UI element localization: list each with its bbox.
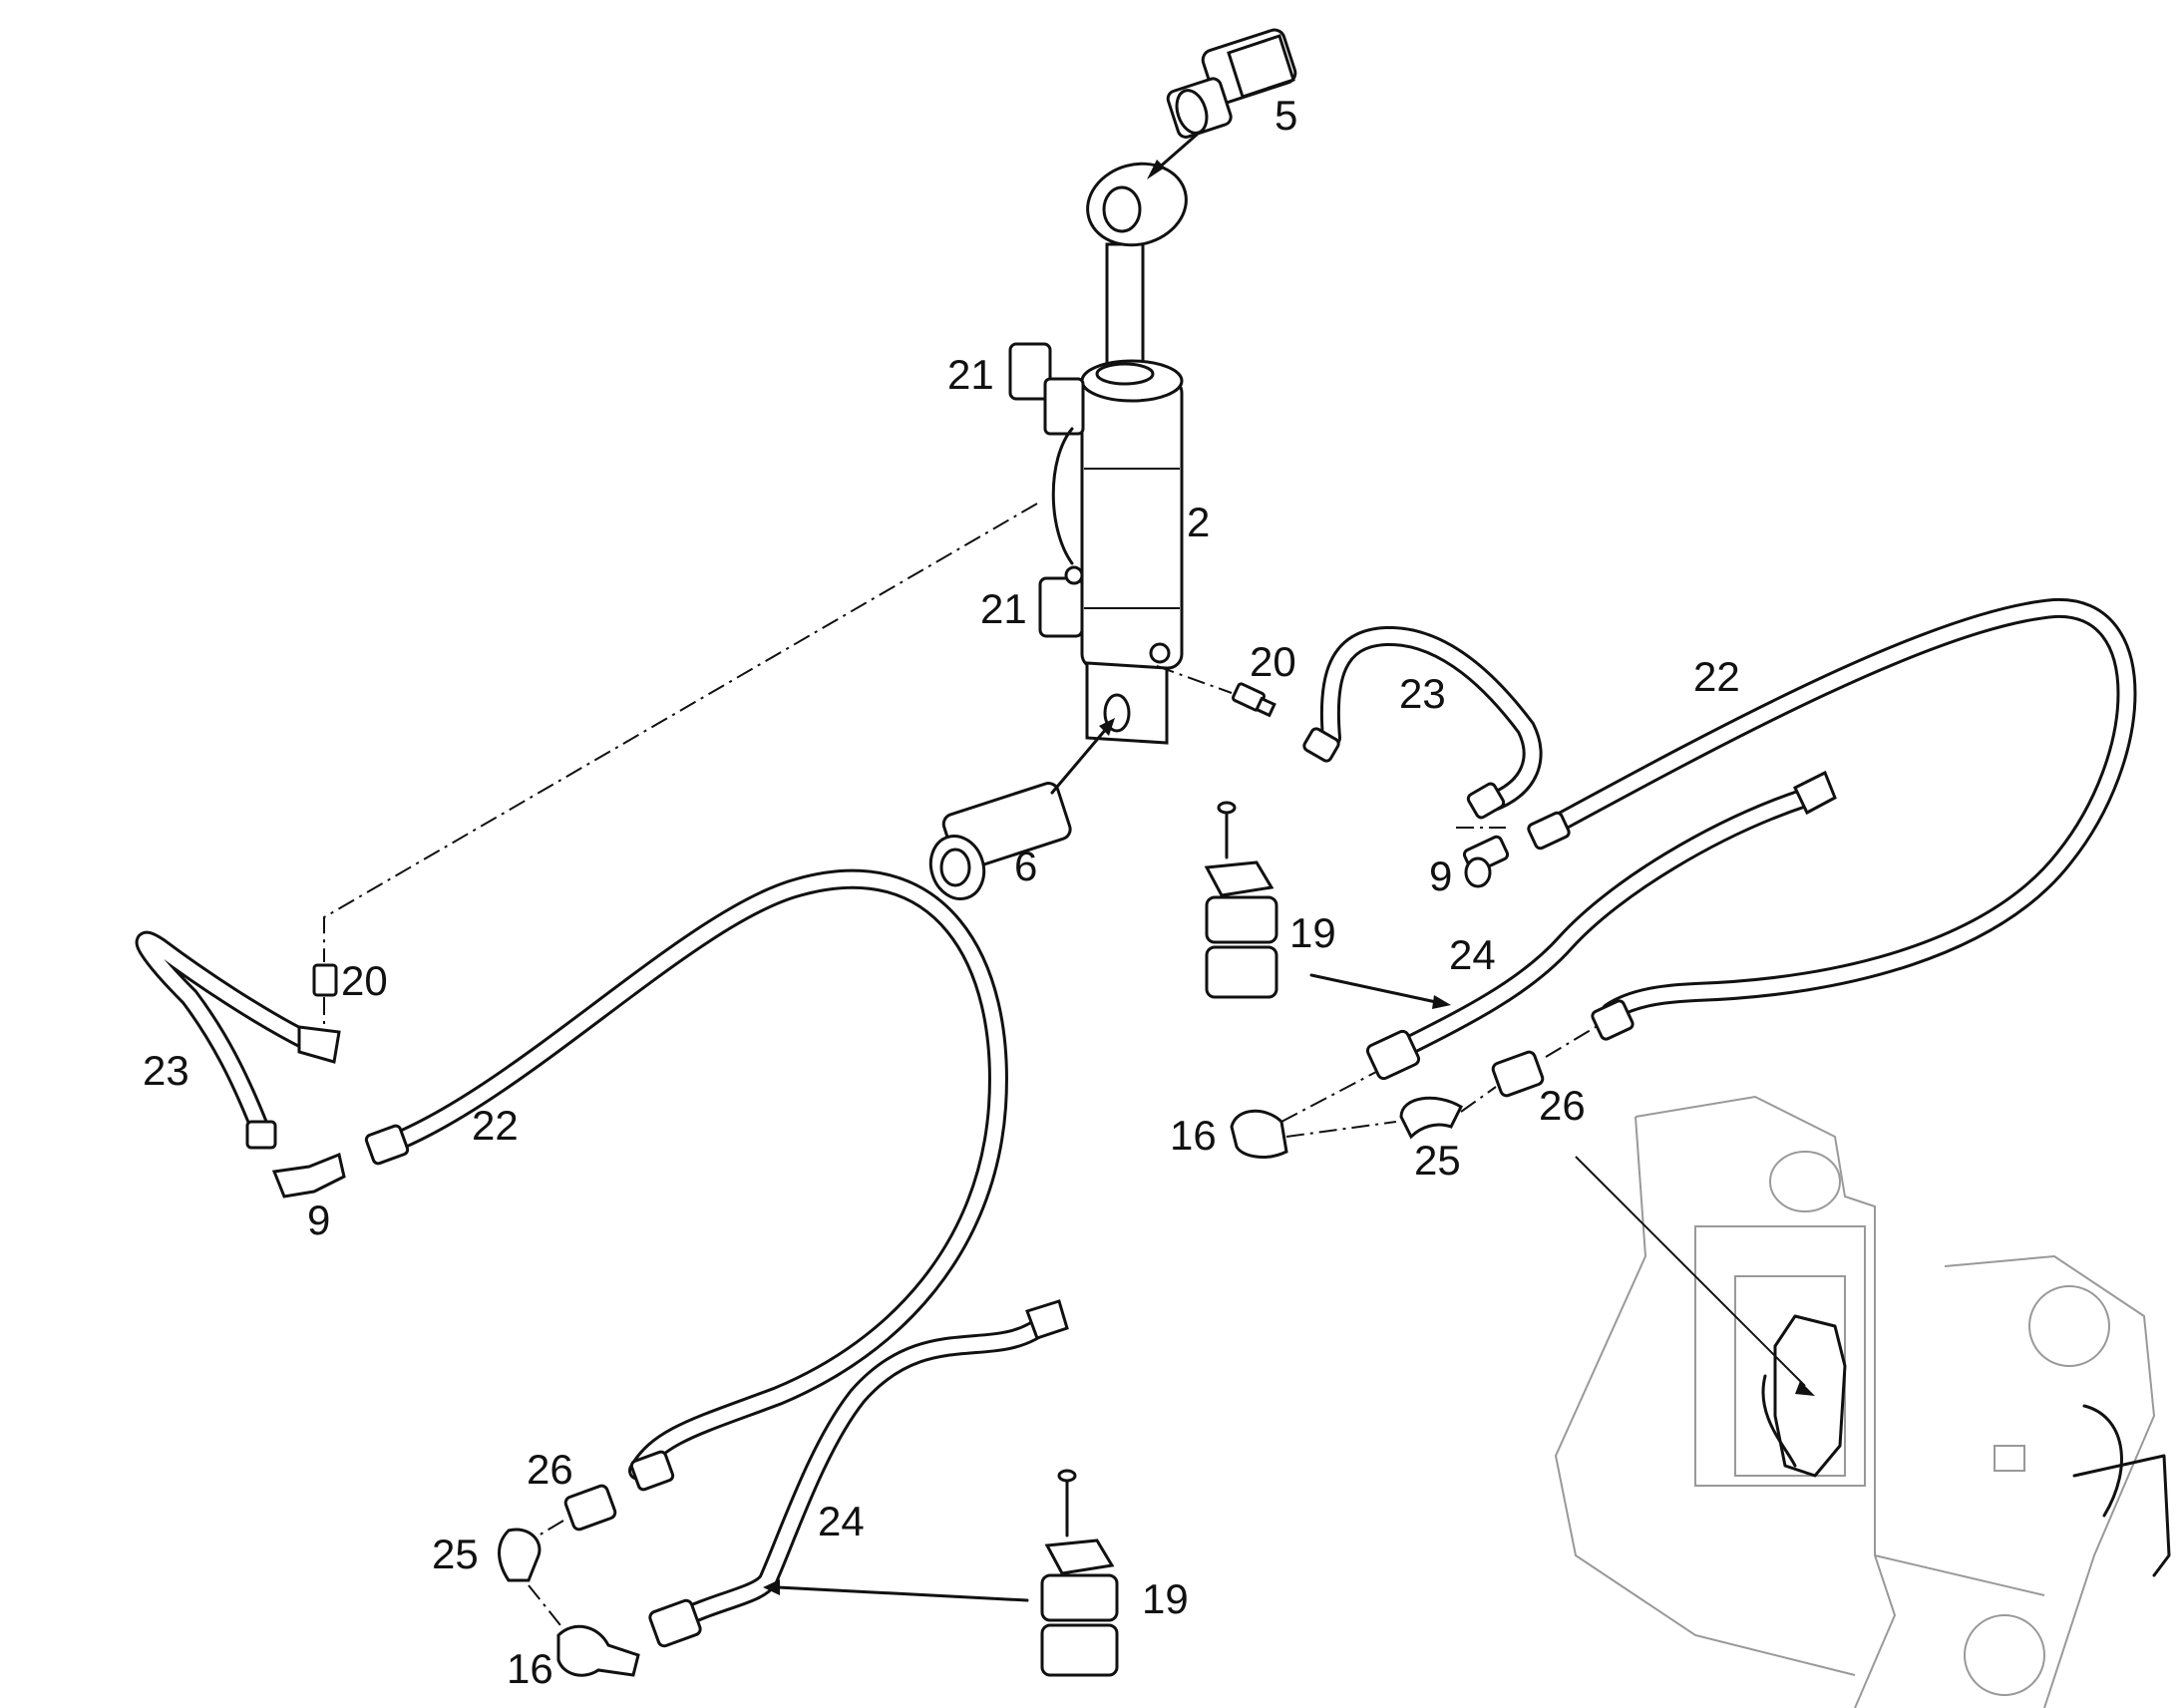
- leader-dashed: [323, 503, 1038, 962]
- label-6: 6: [1014, 843, 1037, 889]
- pin-6: [928, 718, 1115, 900]
- label-9-left: 9: [307, 1196, 330, 1243]
- label-20-right: 20: [1250, 638, 1296, 685]
- label-26-right: 26: [1539, 1082, 1586, 1129]
- hydraulic-cylinder: [1080, 162, 1188, 745]
- label-5: 5: [1274, 92, 1297, 139]
- elbow-25-left: [498, 1528, 569, 1636]
- label-16-right: 16: [1170, 1112, 1217, 1159]
- context-machine-view: [1554, 1095, 2171, 1708]
- fitting-20-left: [312, 963, 338, 1037]
- label-21-upper: 21: [947, 351, 994, 398]
- clamp-19-lower: [763, 1469, 1119, 1677]
- label-26-left: 26: [527, 1446, 573, 1493]
- tube-24-left: [648, 1299, 1069, 1648]
- fitting-9-left: [271, 1152, 346, 1198]
- fitting-20-right: [1156, 665, 1276, 718]
- label-21-lower: 21: [980, 585, 1027, 632]
- label-24-right: 24: [1449, 931, 1496, 978]
- label-22-right: 22: [1693, 653, 1740, 700]
- label-24-left: 24: [818, 1498, 865, 1544]
- solenoid-lower: [1038, 565, 1084, 638]
- label-2: 2: [1187, 499, 1210, 545]
- hose-22-left: [364, 868, 1008, 1492]
- tube-24-right: [1365, 770, 1837, 1081]
- hose-23-left: [135, 930, 341, 1150]
- fitting-16-right: [1230, 1071, 1397, 1159]
- label-19-lower: 19: [1142, 1575, 1189, 1622]
- label-19-upper: 19: [1289, 909, 1336, 956]
- fitting-26-left: [538, 1484, 617, 1537]
- label-23-right: 23: [1399, 670, 1446, 717]
- label-22-left: 22: [472, 1102, 519, 1149]
- fitting-9-right: [1456, 827, 1510, 888]
- elbow-25-right: [1399, 1086, 1497, 1140]
- hose-23-right: [1302, 625, 1543, 820]
- cylinder-barrel: [1080, 377, 1184, 670]
- fitting-26-right: [1491, 1026, 1597, 1098]
- pin-5: [1147, 28, 1297, 179]
- solenoid-upper: [1008, 342, 1085, 565]
- label-20-left: 20: [341, 957, 388, 1004]
- label-9-right: 9: [1429, 853, 1452, 899]
- label-25-left: 25: [432, 1531, 479, 1577]
- clamp-19-upper: [1204, 801, 1451, 1009]
- hose-22-right: [1527, 597, 2137, 1041]
- fitting-16-left: [556, 1624, 640, 1677]
- label-23-left: 23: [143, 1047, 189, 1094]
- label-25-right: 25: [1414, 1137, 1461, 1184]
- label-16-left: 16: [507, 1645, 553, 1692]
